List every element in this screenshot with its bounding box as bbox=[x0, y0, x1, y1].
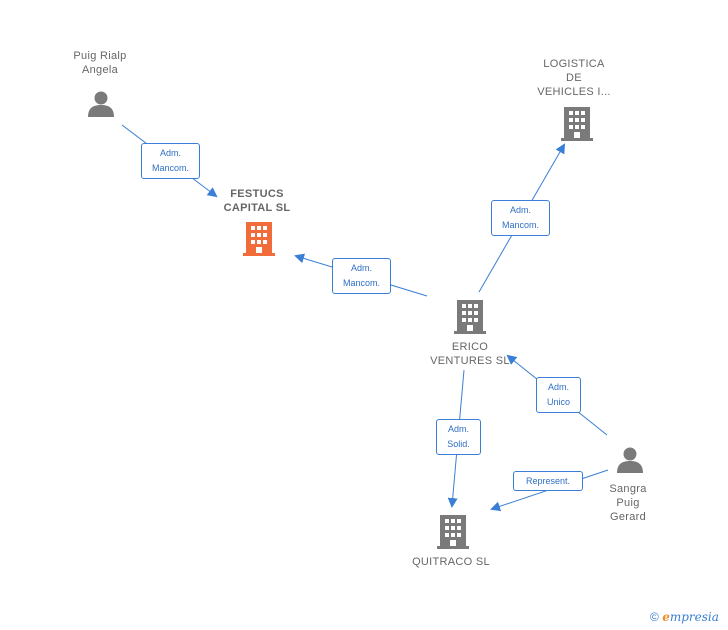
node-label-sangra[interactable]: Sangra Puig Gerard bbox=[609, 483, 647, 523]
edge-label-erico-quitraco: Adm. Solid. bbox=[436, 419, 481, 455]
node-label-logistica[interactable]: LOGISTICA DE VEHICLES I... bbox=[537, 58, 611, 98]
copyright-symbol: © bbox=[650, 610, 659, 624]
person-icon[interactable] bbox=[617, 447, 643, 474]
building-icon[interactable] bbox=[437, 515, 469, 549]
edge-label-erico-festucs: Adm. Mancom. bbox=[332, 258, 391, 294]
building-icon[interactable] bbox=[454, 300, 486, 334]
node-label-erico[interactable]: ERICO VENTURES SL bbox=[430, 341, 510, 367]
node-label-quitraco[interactable]: QUITRACO SL bbox=[412, 556, 490, 568]
edge-label-erico-logistica: Adm. Mancom. bbox=[491, 200, 550, 236]
person-icon[interactable] bbox=[88, 91, 114, 118]
edge-label-sangra-quitraco: Represent. bbox=[513, 471, 583, 491]
empresia-logo: empresia bbox=[662, 610, 719, 624]
building-icon[interactable] bbox=[561, 107, 593, 141]
node-label-puig-rialp[interactable]: Puig Rialp Angela bbox=[73, 50, 127, 76]
edge-label-puig-festucs: Adm. Mancom. bbox=[141, 143, 200, 179]
edge-label-sangra-erico: Adm. Unico bbox=[536, 377, 581, 413]
building-icon[interactable] bbox=[243, 222, 275, 256]
node-label-festucs[interactable]: FESTUCS CAPITAL SL bbox=[223, 188, 291, 214]
footer-brand: © empresia bbox=[650, 610, 719, 624]
